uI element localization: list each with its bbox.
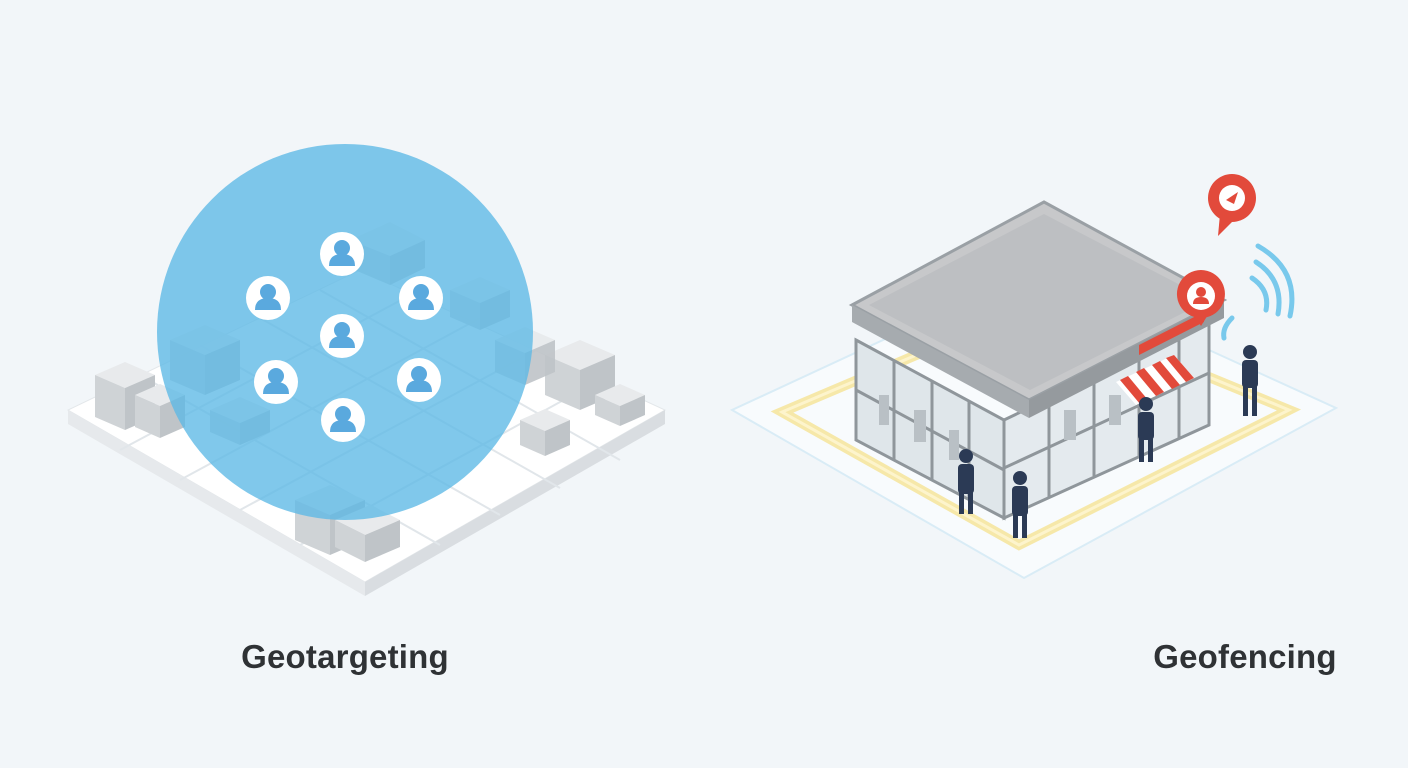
user-icons [246, 232, 443, 442]
person [1012, 471, 1028, 538]
user-icon [320, 314, 364, 358]
signal-waves-icon [1221, 243, 1295, 341]
user-icon [397, 358, 441, 402]
geotargeting-panel: Geotargeting [66, 144, 667, 675]
person [1138, 397, 1154, 462]
building [595, 384, 645, 426]
people [958, 345, 1258, 538]
user-icon [399, 276, 443, 320]
person [958, 449, 974, 514]
user-icon [321, 398, 365, 442]
person [1242, 345, 1258, 416]
geotargeting-illustration [66, 144, 667, 596]
user-icon [254, 360, 298, 404]
location-pin-icon [1176, 270, 1225, 326]
building [520, 409, 570, 456]
user-icon [246, 276, 290, 320]
geofencing-caption: Geofencing [1153, 638, 1337, 675]
geofencing-illustration [729, 174, 1339, 580]
geotargeting-caption: Geotargeting [241, 638, 449, 675]
geofencing-panel: Geofencing [704, 0, 1408, 768]
store-building [848, 200, 1228, 521]
store-awning [1116, 355, 1194, 405]
notification-pin-icon [1208, 174, 1256, 236]
user-icon [320, 232, 364, 276]
